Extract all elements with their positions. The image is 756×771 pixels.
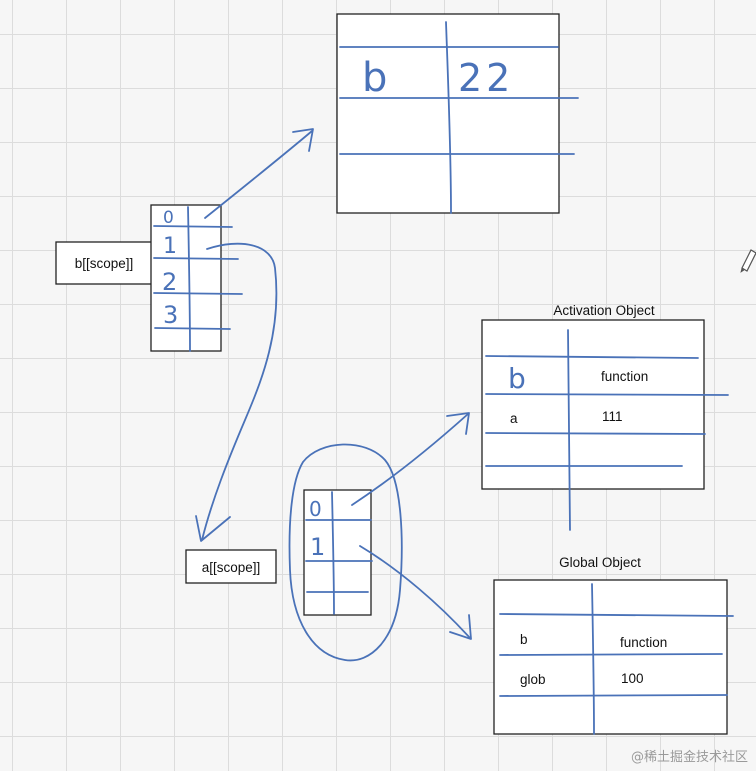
a-scope-chain: 0 1 [288, 443, 403, 662]
b-scope-label-box: b[[scope]] [55, 241, 153, 285]
activation-object-box [481, 319, 705, 490]
b-ao-row-name: b [362, 55, 387, 101]
b-scope-box [55, 241, 153, 285]
b-activation-object: b 22 [336, 13, 579, 214]
a-scope-slot-1: 1 [310, 533, 325, 561]
b-scope-slot-1: 1 [163, 234, 177, 259]
go-row-name-glob: glob [520, 672, 546, 687]
arrow-b0-to-b-ao [204, 128, 314, 219]
activation-object-title: Activation Object [553, 303, 655, 318]
arrow-a1-to-global-object [359, 545, 472, 640]
b-scope-row-line [153, 292, 243, 295]
b-scope-col-line [187, 206, 191, 352]
go-row-value-glob: 100 [621, 671, 644, 686]
go-row-line [499, 653, 723, 656]
arrow-b1-to-a-scope [195, 242, 278, 542]
a-scope-col-line [331, 491, 335, 615]
go-row-line [499, 613, 734, 617]
a-scope-chain-box [303, 489, 372, 616]
arrow-a0-to-activation-object [351, 412, 470, 506]
b-scope-label: b[[scope]] [75, 256, 134, 271]
pencil-cursor-icon [740, 249, 756, 273]
ao-row-value-a: 111 [602, 409, 623, 424]
a-scope-highlight-circle [288, 443, 403, 662]
watermark: @稀土掘金技术社区 [631, 749, 748, 765]
ao-col-line [567, 329, 571, 531]
b-scope-slot-3: 3 [163, 301, 178, 329]
ao-row-line [485, 432, 706, 435]
b-ao-box [336, 13, 560, 214]
go-row-line [499, 694, 728, 697]
activation-object: Activation Object b function a 111 [481, 303, 729, 531]
b-scope-chain: 0 1 2 3 [150, 204, 243, 352]
a-scope-slot-0: 0 [309, 497, 322, 521]
ao-row-name-b: b [508, 362, 526, 395]
go-row-name-b: b [520, 632, 528, 647]
b-scope-row-line [154, 327, 231, 330]
go-row-value-b: function [620, 635, 667, 650]
ao-row-line [485, 355, 699, 359]
b-scope-slot-2: 2 [162, 268, 177, 296]
b-scope-slot-0: 0 [163, 208, 174, 228]
b-scope-row-line [153, 225, 233, 228]
global-object: Global Object b function glob 100 [493, 555, 734, 735]
b-scope-row-line [153, 257, 239, 260]
b-scope-chain-box [150, 204, 222, 352]
go-col-line [591, 583, 595, 735]
b-ao-row-value: 22 [458, 56, 514, 100]
ao-row-name-a: a [510, 411, 518, 426]
a-scope-label-box: a[[scope]] [185, 549, 277, 584]
ao-row-value-b: function [601, 369, 648, 384]
a-scope-label: a[[scope]] [202, 560, 261, 575]
ao-row-line [485, 393, 729, 396]
global-object-title: Global Object [559, 555, 641, 570]
b-ao-col-line [445, 21, 452, 214]
a-scope-box [185, 549, 277, 584]
global-object-box [493, 579, 728, 735]
